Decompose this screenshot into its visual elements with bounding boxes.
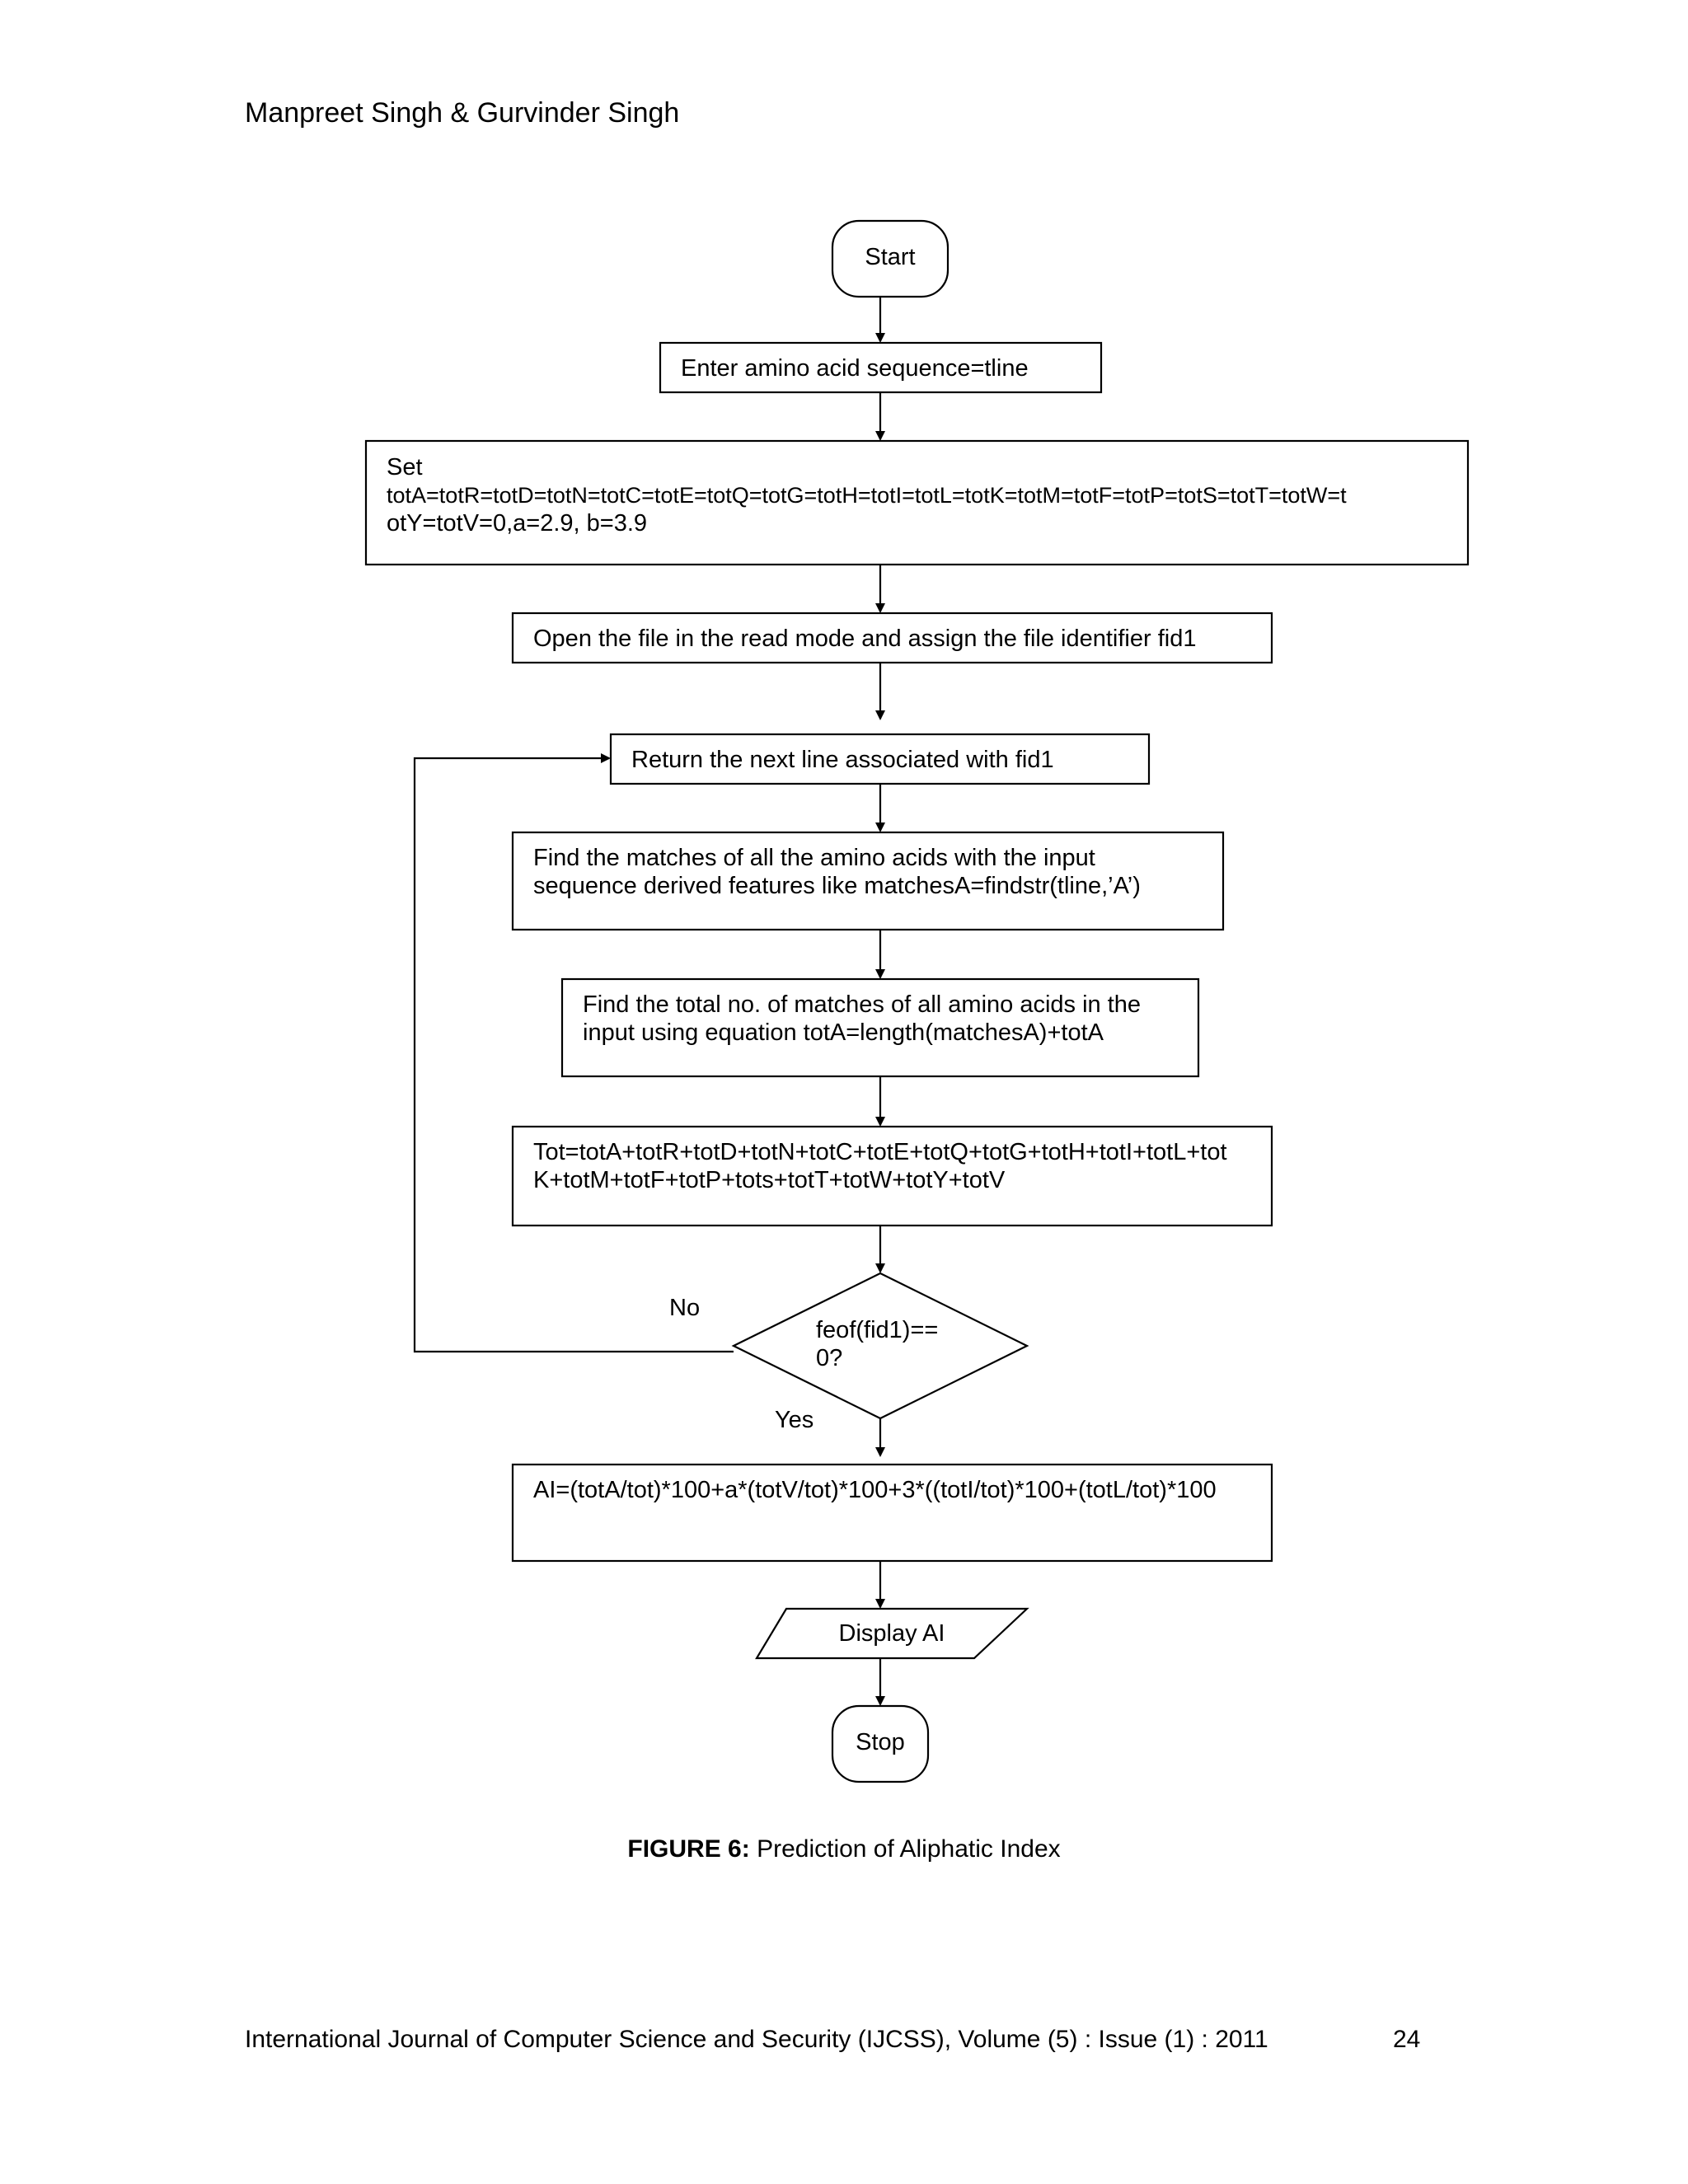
aliphatic-index-box (511, 1463, 1273, 1563)
find-total-label-line2: input using equation totA=length(matches… (583, 1019, 1104, 1046)
sum-total-label-line1: Tot=totA+totR+totD+totN+totC+totE+totQ+t… (533, 1139, 1227, 1165)
initialize-label-line2: totA=totR=totD=totN=totC=totE=totQ=totG=… (387, 483, 1347, 508)
initialize-label-line1: Set (387, 454, 423, 480)
start-label: Start (865, 244, 916, 270)
read-line-label: Return the next line associated with fid… (631, 747, 1054, 773)
aliphatic-index-label: AI=(totA/tot)*100+a*(totV/tot)*100+3*((t… (533, 1477, 1217, 1503)
sum-total-label-line2: K+totM+totF+totP+tots+totT+totW+totY+tot… (533, 1167, 1006, 1193)
figure-caption: FIGURE 6: Prediction of Aliphatic Index (0, 1835, 1688, 1863)
stop-label: Stop (856, 1729, 905, 1755)
page-number: 24 (1393, 2026, 1421, 2053)
display-output (755, 1607, 1029, 1660)
figure-caption-label: FIGURE 6: (627, 1835, 750, 1863)
enter-sequence-label: Enter amino acid sequence=tline (681, 355, 1029, 382)
no-branch-label: No (669, 1295, 701, 1321)
sum-total-box (511, 1125, 1273, 1227)
find-matches-box (511, 831, 1225, 931)
open-file-box (511, 612, 1273, 664)
loop-back-connector (413, 753, 734, 1353)
figure-caption-text: Prediction of Aliphatic Index (749, 1835, 1061, 1863)
eof-decision (731, 1272, 1029, 1420)
stop-terminal (831, 1704, 930, 1783)
footer-journal: International Journal of Computer Scienc… (245, 2026, 1268, 2053)
find-total-label-line1: Find the total no. of matches of all ami… (583, 991, 1142, 1018)
initialize-box (364, 439, 1470, 566)
start-terminal (831, 219, 950, 298)
running-header: Manpreet Singh & Gurvinder Singh (245, 97, 680, 129)
find-matches-label-line2: sequence derived features like matchesA=… (533, 873, 1141, 899)
decision-label-line1: feof(fid1)== (816, 1317, 939, 1343)
open-file-label: Open the file in the read mode and assig… (533, 626, 1197, 652)
initialize-label-line3: otY=totV=0,a=2.9, b=3.9 (387, 510, 648, 537)
yes-branch-label: Yes (775, 1407, 814, 1433)
find-matches-label-line1: Find the matches of all the amino acids … (533, 845, 1095, 871)
display-label: Display AI (838, 1620, 945, 1647)
decision-label-line2: 0? (816, 1345, 843, 1371)
